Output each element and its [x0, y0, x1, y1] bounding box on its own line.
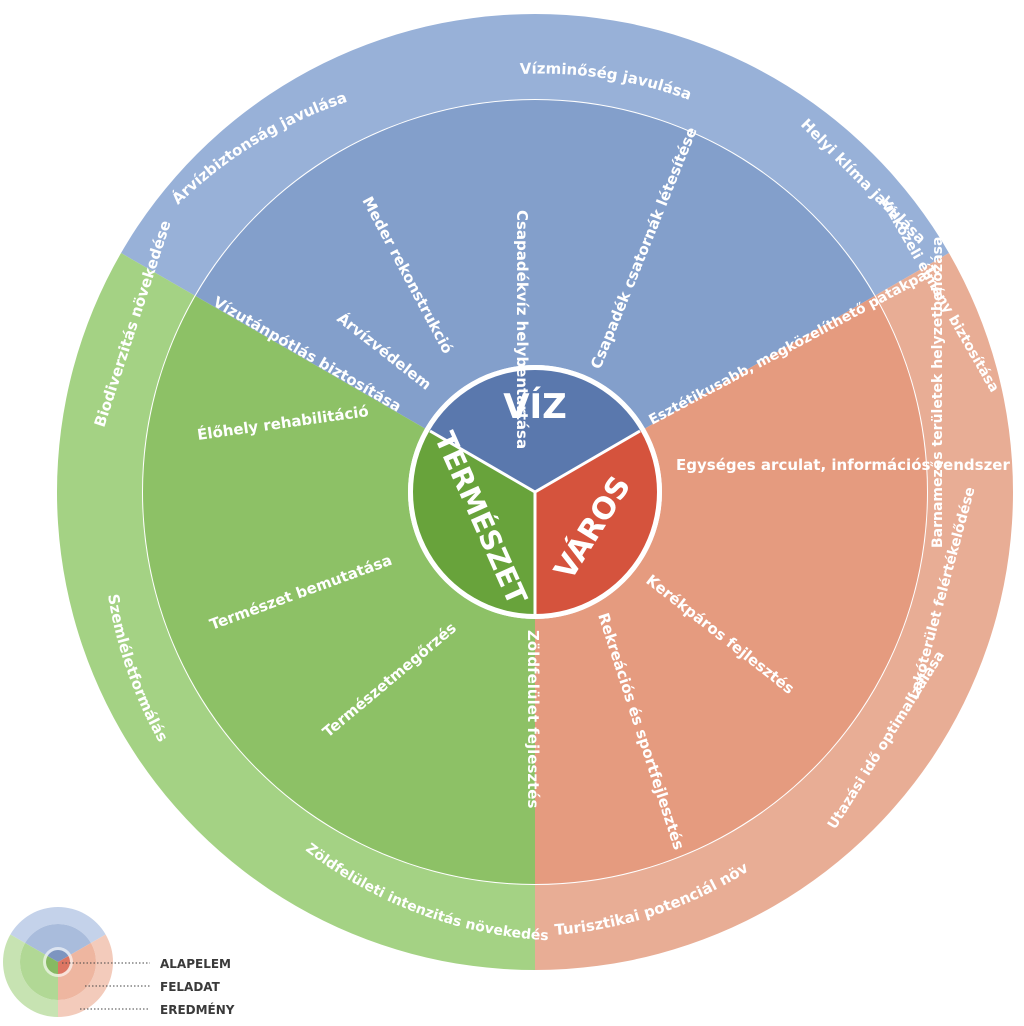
core-city [535, 431, 657, 614]
task-zoldfelulet: Zöldfelület fejlesztés [524, 630, 542, 808]
core-divider [429, 429, 536, 494]
legend-label-alapelem: ALAPELEM [160, 957, 231, 971]
task-egyseges-arculat: Egységes arculat, információs rendszer k… [676, 456, 1024, 474]
mid-ring-nature [142, 296, 535, 884]
outer-ring-nature [56, 253, 536, 970]
core-divider [534, 429, 641, 494]
svg-text:Zöldfelület fejlesztés: Zöldfelület fejlesztés [524, 630, 542, 808]
core-nature [412, 431, 535, 614]
legend-wheel-icon [2, 907, 113, 1017]
legend-label-feladat: FELADAT [160, 980, 221, 994]
legend-label-eredmeny: EREDMÉNY [160, 1002, 235, 1017]
core-label-water: VÍZ [503, 386, 567, 427]
outer-ring-water [121, 14, 949, 297]
outer-ring-city [535, 253, 1013, 970]
mid-ring-city [535, 296, 927, 884]
legend: ALAPELEM FELADAT EREDMÉNY [2, 907, 235, 1017]
mid-ring-water [195, 100, 875, 429]
task-csapadekviz: Csapadékvíz helybentartása [513, 210, 531, 449]
svg-text:Egységes arculat, információs: Egységes arculat, információs rendszer k… [676, 456, 1024, 474]
result-barnamezos: Barnamezős területek helyzetbehozása [930, 237, 946, 548]
svg-text:Barnamezős területek helyzetbe: Barnamezős területek helyzetbehozása [930, 237, 946, 548]
svg-text:Csapadékvíz helybentartása: Csapadékvíz helybentartása [513, 210, 531, 449]
